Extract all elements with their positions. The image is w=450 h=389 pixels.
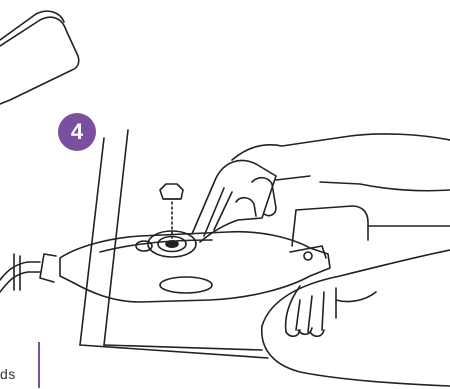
hand bbox=[232, 134, 450, 216]
tank-lid-fragment bbox=[0, 11, 79, 104]
device-support bbox=[292, 206, 450, 246]
cap bbox=[160, 184, 183, 238]
water-tank bbox=[192, 160, 276, 242]
pillow bbox=[262, 250, 450, 386]
page-divider bbox=[38, 342, 40, 388]
cropped-page-text: ds bbox=[0, 366, 16, 382]
step-number-badge: 4 bbox=[58, 113, 96, 151]
steam-mop bbox=[28, 231, 330, 302]
step-number: 4 bbox=[71, 119, 83, 145]
cord bbox=[0, 254, 28, 292]
